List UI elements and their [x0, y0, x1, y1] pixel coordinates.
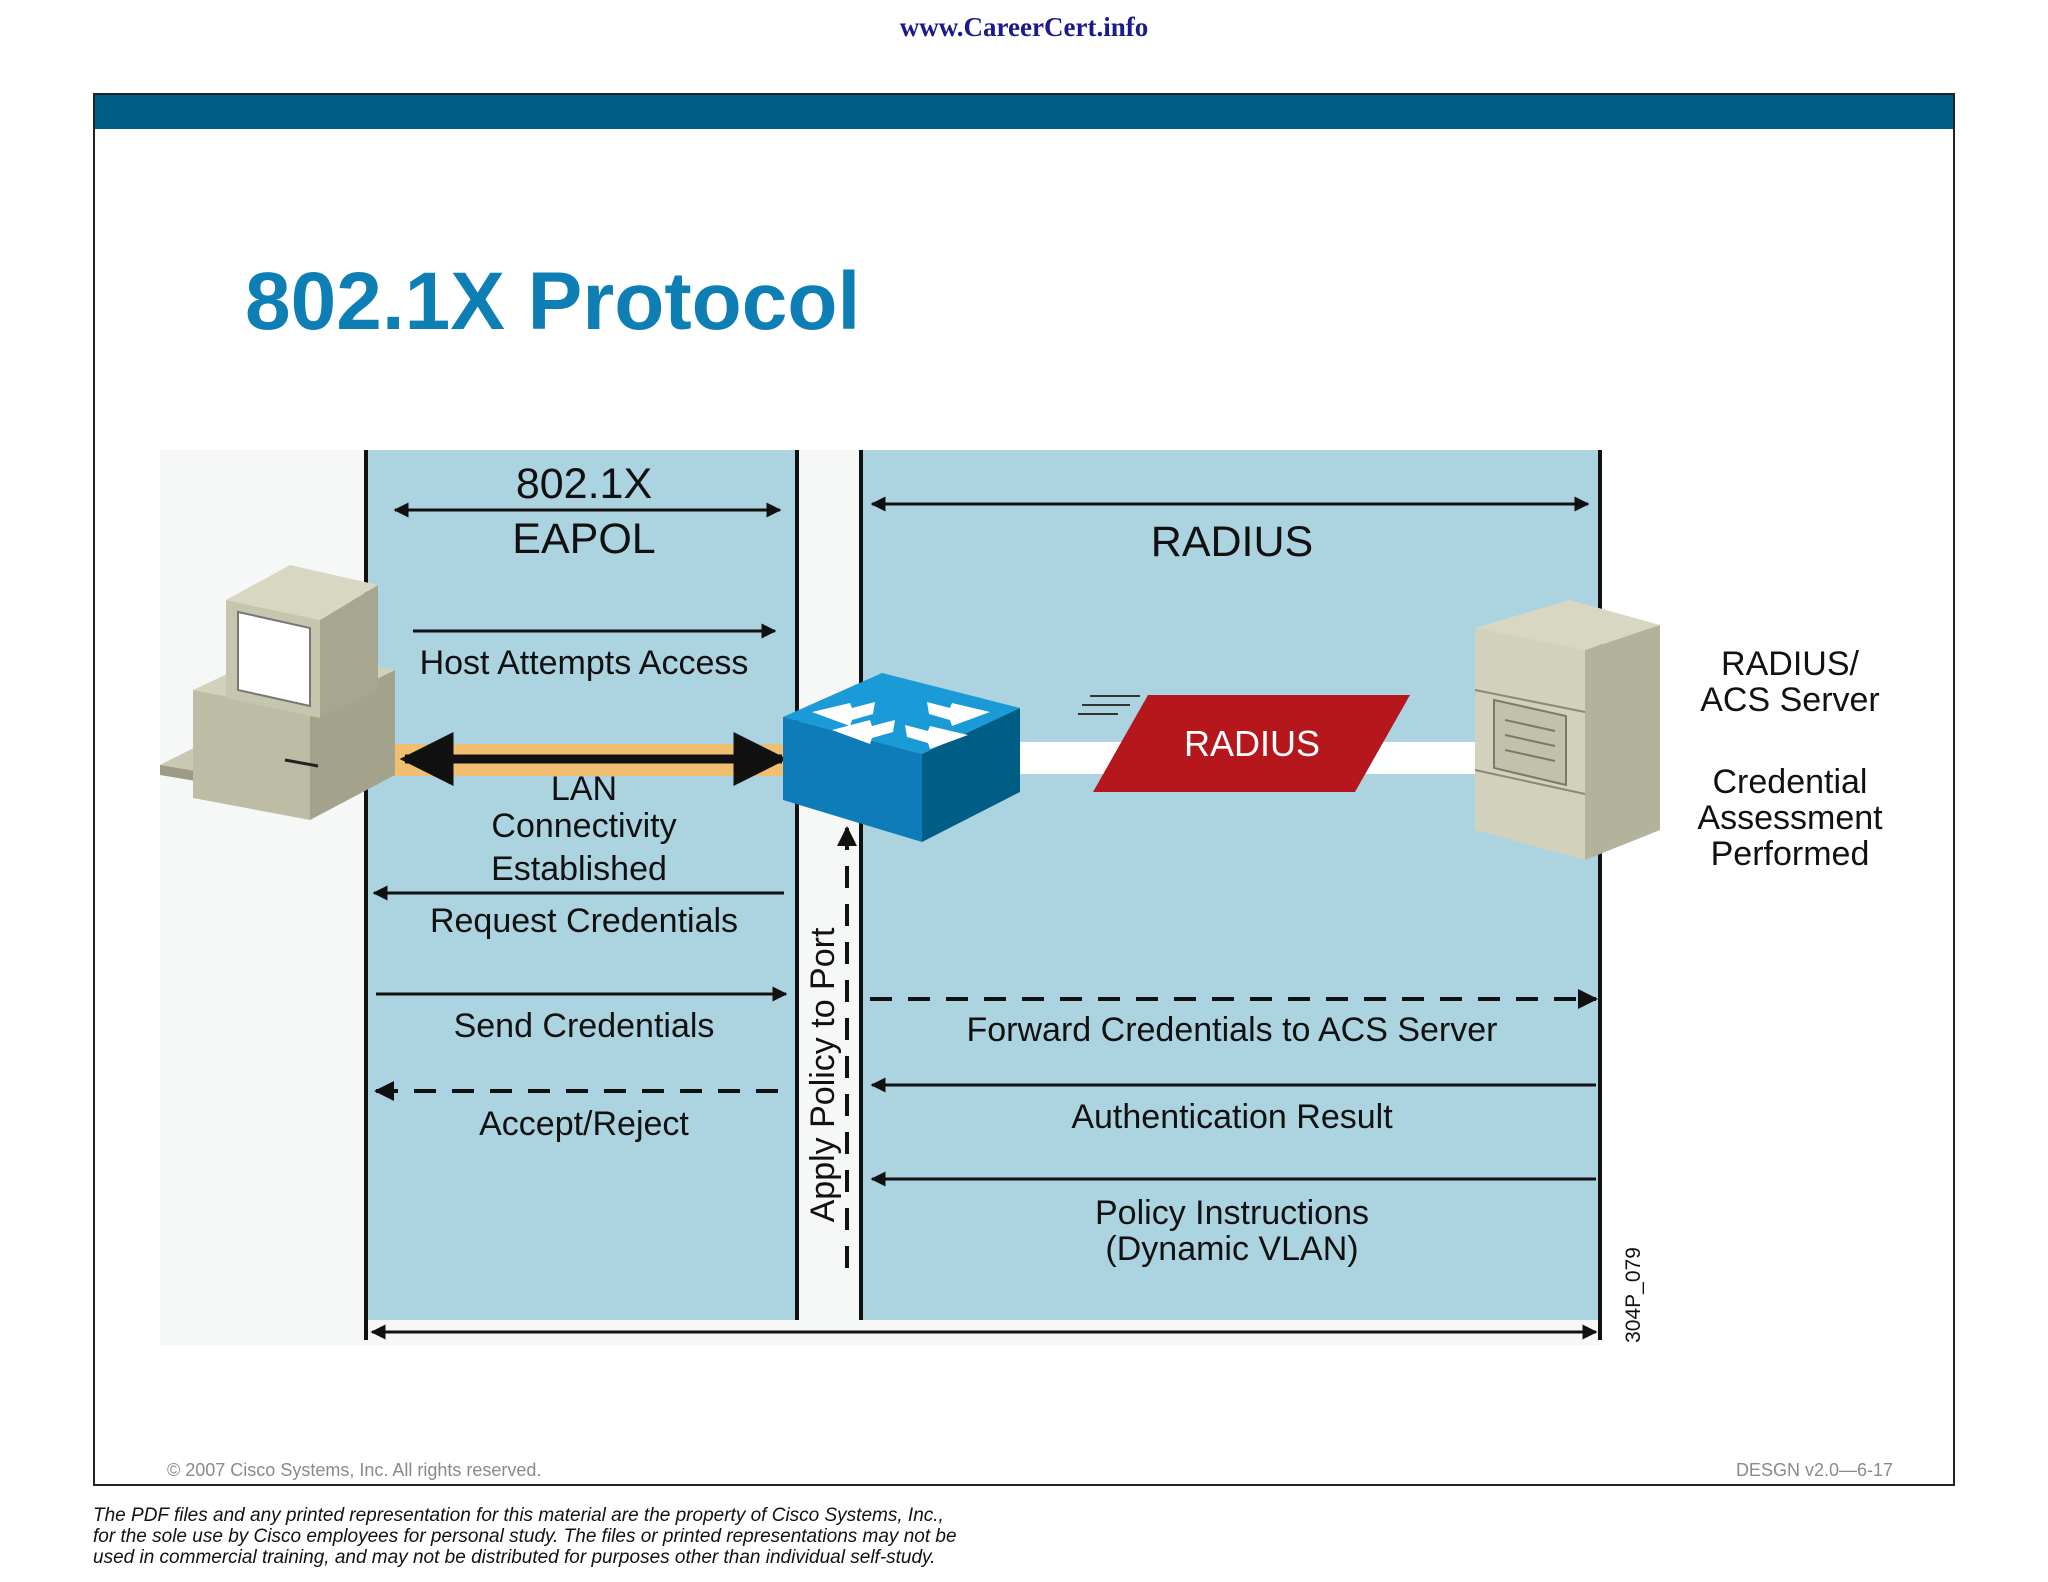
- lan-label-2: Connectivity: [491, 807, 676, 845]
- request-credentials-label: Request Credentials: [430, 902, 738, 940]
- assessment-label-3: Performed: [1711, 835, 1870, 873]
- course-code: DESGN v2.0—6-17: [1735, 1460, 1893, 1480]
- policy-label-2: (Dynamic VLAN): [1105, 1230, 1358, 1268]
- assessment-label-1: Credential: [1713, 763, 1868, 801]
- policy-label-1: Policy Instructions: [1095, 1194, 1369, 1232]
- eapol-label-1: 802.1X: [516, 460, 652, 508]
- figure-id: 304P_079: [1622, 1247, 1645, 1343]
- disclaimer-line-3: used in commercial training, and may not…: [93, 1547, 936, 1568]
- radius-packet: RADIUS: [1078, 695, 1410, 792]
- slide-header-band: [95, 95, 1953, 129]
- slide-title: 802.1X Protocol: [245, 256, 861, 347]
- radius-panel: [862, 450, 1600, 1320]
- host-attempts-label: Host Attempts Access: [420, 644, 749, 682]
- server-label-2: ACS Server: [1700, 681, 1880, 719]
- send-credentials-label: Send Credentials: [454, 1007, 715, 1045]
- server-label-1: RADIUS/: [1721, 645, 1859, 683]
- apply-policy-label: Apply Policy to Port: [804, 927, 842, 1222]
- disclaimer-line-2: for the sole use by Cisco employees for …: [93, 1526, 957, 1547]
- radius-label: RADIUS: [1151, 518, 1313, 566]
- radius-packet-label: RADIUS: [1184, 723, 1320, 764]
- eapol-panel: [366, 450, 796, 1320]
- workstation-icon: [160, 565, 395, 820]
- switch-icon: [783, 673, 1020, 842]
- server-icon: [1474, 600, 1660, 860]
- disclaimer-line-1: The PDF files and any printed representa…: [93, 1505, 944, 1526]
- forward-credentials-label: Forward Credentials to ACS Server: [967, 1011, 1498, 1049]
- assessment-label-2: Assessment: [1697, 799, 1883, 837]
- auth-result-label: Authentication Result: [1071, 1098, 1393, 1136]
- accept-reject-label: Accept/Reject: [479, 1105, 689, 1143]
- watermark-url: www.CareerCert.info: [899, 12, 1149, 42]
- disclaimer: The PDF files and any printed representa…: [93, 1505, 1293, 1568]
- copyright: © 2007 Cisco Systems, Inc. All rights re…: [167, 1460, 542, 1480]
- lan-label-3: Established: [491, 850, 667, 888]
- lan-label-1: LAN: [551, 770, 617, 808]
- eapol-label-2: EAPOL: [512, 515, 655, 563]
